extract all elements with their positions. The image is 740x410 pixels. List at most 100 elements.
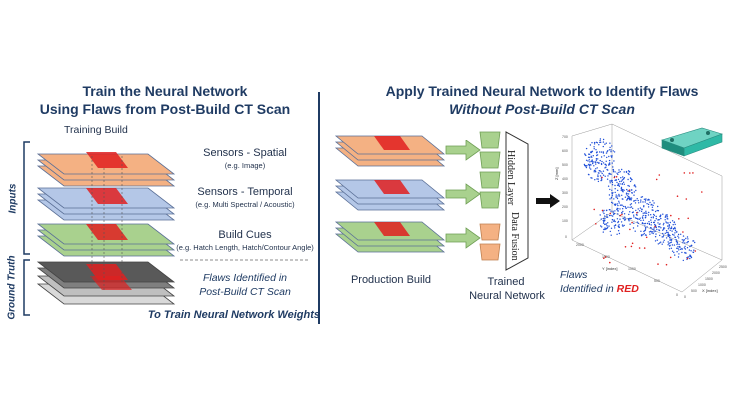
scatter-point bbox=[629, 197, 631, 200]
scatter-point bbox=[662, 227, 665, 229]
scatter-point bbox=[665, 237, 668, 239]
scatter-point bbox=[597, 180, 600, 183]
scatter-point bbox=[647, 214, 650, 216]
scatter-point bbox=[656, 239, 658, 241]
scatter-point bbox=[616, 203, 618, 205]
scatter-point bbox=[610, 180, 612, 182]
scatter-point bbox=[645, 212, 647, 214]
scatter-point bbox=[611, 215, 614, 217]
scatter-point bbox=[593, 148, 595, 150]
scatter-point bbox=[657, 219, 659, 221]
scatter-point bbox=[594, 170, 597, 172]
scatter-point bbox=[650, 214, 652, 216]
scatter-point bbox=[669, 238, 671, 240]
scatter-point bbox=[649, 201, 651, 204]
scatter-point bbox=[666, 222, 668, 224]
arrow-cues bbox=[445, 227, 481, 249]
scatter-point bbox=[651, 232, 653, 234]
scatter-point bbox=[611, 155, 613, 157]
scatter-point bbox=[630, 189, 633, 191]
scatter-point bbox=[616, 197, 619, 200]
temporal-flaw-region bbox=[86, 188, 128, 204]
scatter-point bbox=[677, 247, 679, 250]
sensors-spatial-label: Sensors - Spatial bbox=[203, 147, 287, 159]
scatter-point bbox=[617, 207, 619, 210]
flaw-point bbox=[689, 172, 691, 174]
scatter-point bbox=[692, 251, 695, 254]
scatter-point bbox=[619, 180, 621, 183]
scatter-point bbox=[605, 228, 607, 230]
scatter-point bbox=[618, 195, 621, 197]
scatter-point bbox=[679, 245, 681, 248]
scatter-point bbox=[611, 221, 613, 223]
scatter-point bbox=[605, 142, 607, 144]
scatter-point bbox=[619, 183, 621, 185]
part-thumbnail bbox=[661, 127, 723, 157]
scatter-point bbox=[674, 226, 676, 229]
scatter-point bbox=[609, 188, 611, 191]
scatter-point bbox=[690, 255, 692, 258]
scatter-point bbox=[638, 218, 640, 220]
svg-text:100: 100 bbox=[562, 219, 568, 223]
scatter-point bbox=[597, 161, 599, 164]
scatter-point bbox=[602, 219, 604, 222]
scatter-point bbox=[669, 234, 671, 237]
scatter-point bbox=[656, 228, 658, 231]
scatter-point bbox=[678, 253, 680, 255]
scatter-point bbox=[651, 209, 653, 211]
scatter-point bbox=[622, 189, 624, 191]
scatter-point bbox=[597, 175, 599, 178]
flaw-point bbox=[701, 191, 703, 193]
cue-neurons bbox=[479, 223, 501, 261]
scatter-point bbox=[647, 203, 650, 206]
scatter-point bbox=[634, 202, 637, 204]
scatter-point bbox=[612, 171, 615, 173]
scatter-point bbox=[624, 218, 627, 220]
scatter-point bbox=[657, 222, 659, 224]
scatter-point bbox=[596, 151, 598, 153]
scatter-point bbox=[628, 171, 630, 173]
scatter-point bbox=[603, 221, 605, 223]
scatter-point bbox=[682, 259, 684, 262]
scatter-point bbox=[684, 248, 687, 250]
scatter-point bbox=[600, 178, 603, 180]
scatter-point bbox=[601, 160, 603, 163]
scatter-point bbox=[666, 231, 668, 234]
scatter-point bbox=[608, 194, 611, 196]
scatter-point bbox=[631, 192, 633, 194]
scatter-point bbox=[639, 217, 641, 219]
flaw-point bbox=[683, 172, 686, 174]
scatter-point bbox=[615, 194, 617, 196]
scatter-point bbox=[641, 216, 644, 218]
spatial-flaw-region bbox=[86, 152, 128, 168]
scatter-point bbox=[601, 226, 603, 228]
scatter-point bbox=[618, 200, 620, 202]
scatter-point bbox=[606, 168, 608, 171]
scatter-point bbox=[627, 218, 629, 220]
scatter-point bbox=[686, 247, 689, 249]
scatter-point bbox=[588, 167, 591, 169]
scatter-point bbox=[638, 210, 641, 212]
scatter-point bbox=[610, 197, 613, 199]
scatter-point bbox=[669, 239, 671, 241]
scatter-point bbox=[609, 142, 611, 144]
scatter-point bbox=[636, 214, 638, 216]
scatter-point bbox=[608, 214, 611, 217]
scatter-point bbox=[645, 215, 647, 217]
scatter-point bbox=[587, 156, 590, 158]
scatter-point bbox=[657, 210, 660, 212]
scatter-point bbox=[680, 233, 682, 235]
scatter-point bbox=[590, 168, 592, 170]
scatter-point bbox=[628, 196, 630, 198]
arrow-temporal bbox=[445, 183, 481, 205]
scatter-point bbox=[651, 231, 653, 233]
scatter-point bbox=[612, 150, 614, 152]
scatter-point bbox=[587, 163, 590, 166]
scatter-point bbox=[678, 249, 680, 251]
scatter-point bbox=[642, 201, 644, 203]
production-layer-stacks bbox=[334, 135, 446, 253]
scatter-point bbox=[625, 192, 628, 194]
scatter-point bbox=[671, 250, 674, 252]
scatter-point bbox=[669, 242, 671, 244]
scatter-point bbox=[606, 214, 608, 216]
